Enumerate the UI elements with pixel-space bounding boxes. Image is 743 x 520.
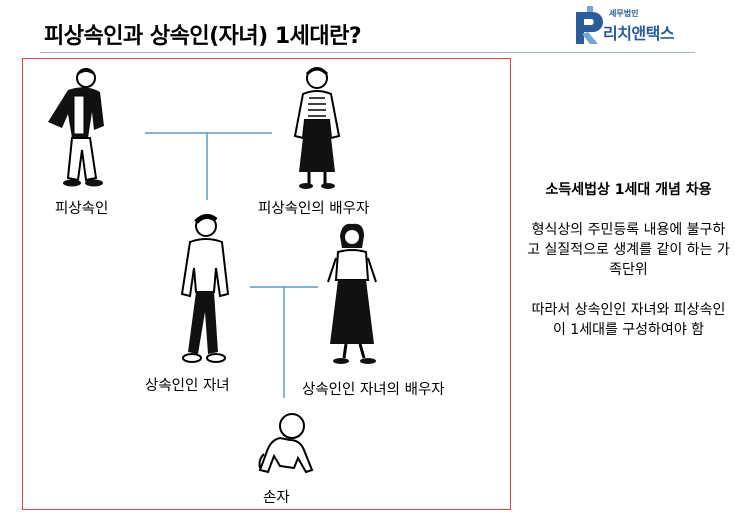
logo-name: 리치앤택스 [603,24,675,43]
concept-paragraph-1: 형식상의 주민등록 내용에 불구하고 실질적으로 생계를 같이 하는 가족단위 [527,222,730,278]
page-title: 피상속인과 상속인(자녀) 1세대란? [44,24,362,49]
r-mark-logo-icon [576,6,603,44]
man-icon [180,214,230,363]
label-decedent: 피상속인 [55,201,109,217]
elderly-man-icon [48,68,104,187]
woman-icon [327,223,377,364]
company-logo: 세무법인 리치앤택스 [573,6,703,46]
label-grandchild: 손자 [263,490,290,506]
concept-paragraph-2: 따라서 상속인인 자녀와 피상속인이 1세대를 구성하여야 함 [531,302,726,338]
title-divider [40,52,695,53]
concept-explanation: 소득세법상 1세대 개념 차용 형식상의 주민등록 내용에 불구하고 실질적으로… [526,180,731,360]
logo-subtitle: 세무법인 [609,9,639,18]
concept-heading: 소득세법상 1세대 개념 차용 [545,182,712,198]
family-diagram-frame [22,58,511,510]
label-heir-child: 상속인인 자녀 [145,378,230,394]
elderly-woman-icon [293,67,341,189]
label-decedent-spouse: 피상속인의 배우자 [258,201,370,217]
baby-icon [258,413,314,474]
label-heir-child-spouse: 상속인인 자녀의 배우자 [302,382,445,398]
